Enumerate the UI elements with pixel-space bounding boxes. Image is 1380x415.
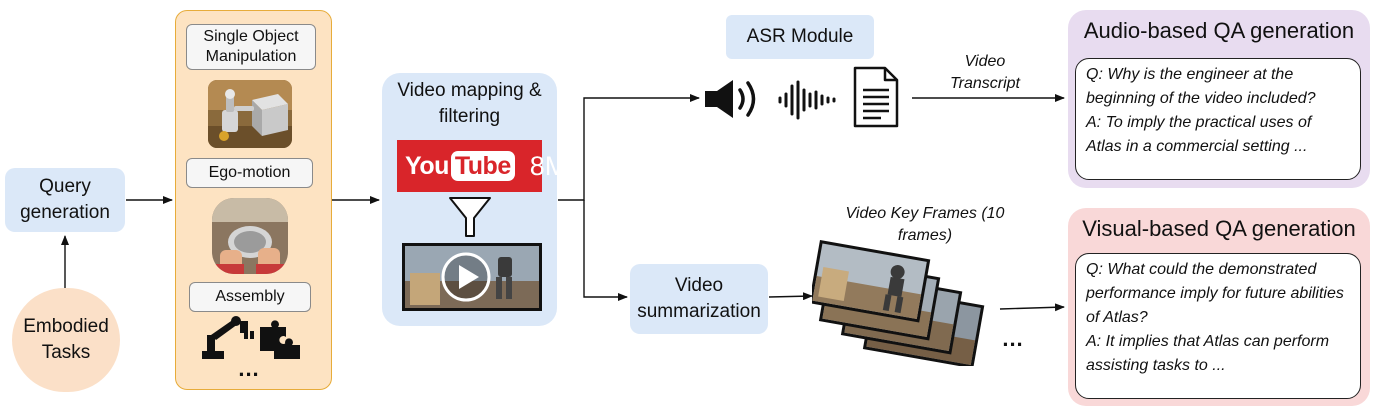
visual-qa-answer: A: It implies that Atlas can perform ass…	[1086, 333, 1330, 374]
video-summarization-box: Video summarization	[630, 264, 768, 334]
asr-module-box: ASR Module	[726, 15, 874, 59]
arrow-mapping-to-summarization	[583, 200, 628, 301]
category-assembly: Assembly	[189, 282, 311, 312]
video-key-frames-stack-icon	[808, 234, 1002, 369]
visual-qa-question: Q: What could the demonstrated performan…	[1086, 261, 1344, 326]
embodied-tasks-circle: Embodied Tasks	[12, 288, 120, 392]
document-icon	[853, 66, 899, 128]
audio-qa-card: Q: Why is the engineer at the beginning …	[1075, 58, 1361, 180]
video-summarization-label: Video summarization	[637, 275, 761, 322]
youtube-tube: Tube	[450, 150, 515, 181]
query-generation-box: Query generation	[5, 168, 125, 232]
robot-arm-cube-photo-icon	[208, 80, 292, 148]
category-label: Ego-motion	[208, 164, 291, 181]
visual-qa-title: Visual-based QA generation	[1082, 216, 1356, 241]
categories-more: ...	[238, 356, 260, 381]
audio-waveform-icon	[776, 80, 838, 120]
audio-qa-panel: Audio-based QA generation Q: Why is the …	[1068, 10, 1370, 188]
filter-funnel-icon	[448, 196, 492, 240]
youtube-you: You	[405, 151, 449, 180]
video-transcript-label: Video Transcript	[950, 53, 1020, 92]
query-generation-label: Query generation	[20, 176, 110, 223]
video-key-frames-label: Video Key Frames (10 frames)	[845, 205, 1005, 244]
video-mapping-title: Video mapping & filtering	[397, 80, 542, 127]
speaker-icon	[703, 78, 765, 120]
ego-kitchen-photo-icon	[212, 198, 288, 274]
visual-qa-card: Q: What could the demonstrated performan…	[1075, 253, 1361, 399]
arrow-summarization-to-frames	[768, 292, 813, 301]
audio-qa-question: Q: Why is the engineer at the beginning …	[1086, 66, 1316, 107]
category-single-object-manipulation: Single Object Manipulation	[186, 24, 316, 70]
embodied-tasks-label: Embodied Tasks	[23, 316, 109, 363]
key-frames-more: ...	[1002, 326, 1024, 351]
category-label: Assembly	[215, 288, 285, 305]
audio-qa-answer: A: To imply the practical uses of Atlas …	[1086, 114, 1312, 155]
arrow-mapping-split	[558, 94, 700, 201]
arrow-frames-to-visual-qa	[999, 303, 1065, 312]
category-ego-motion: Ego-motion	[186, 158, 313, 188]
category-label: Single Object Manipulation	[203, 28, 299, 65]
audio-qa-title: Audio-based QA generation	[1083, 18, 1355, 43]
visual-qa-panel: Visual-based QA generation Q: What could…	[1068, 208, 1370, 406]
video-player-thumbnail-icon	[402, 243, 542, 311]
asr-module-label: ASR Module	[746, 26, 854, 47]
robot-puzzle-icon	[200, 315, 302, 361]
youtube-count: 8M	[529, 150, 568, 181]
